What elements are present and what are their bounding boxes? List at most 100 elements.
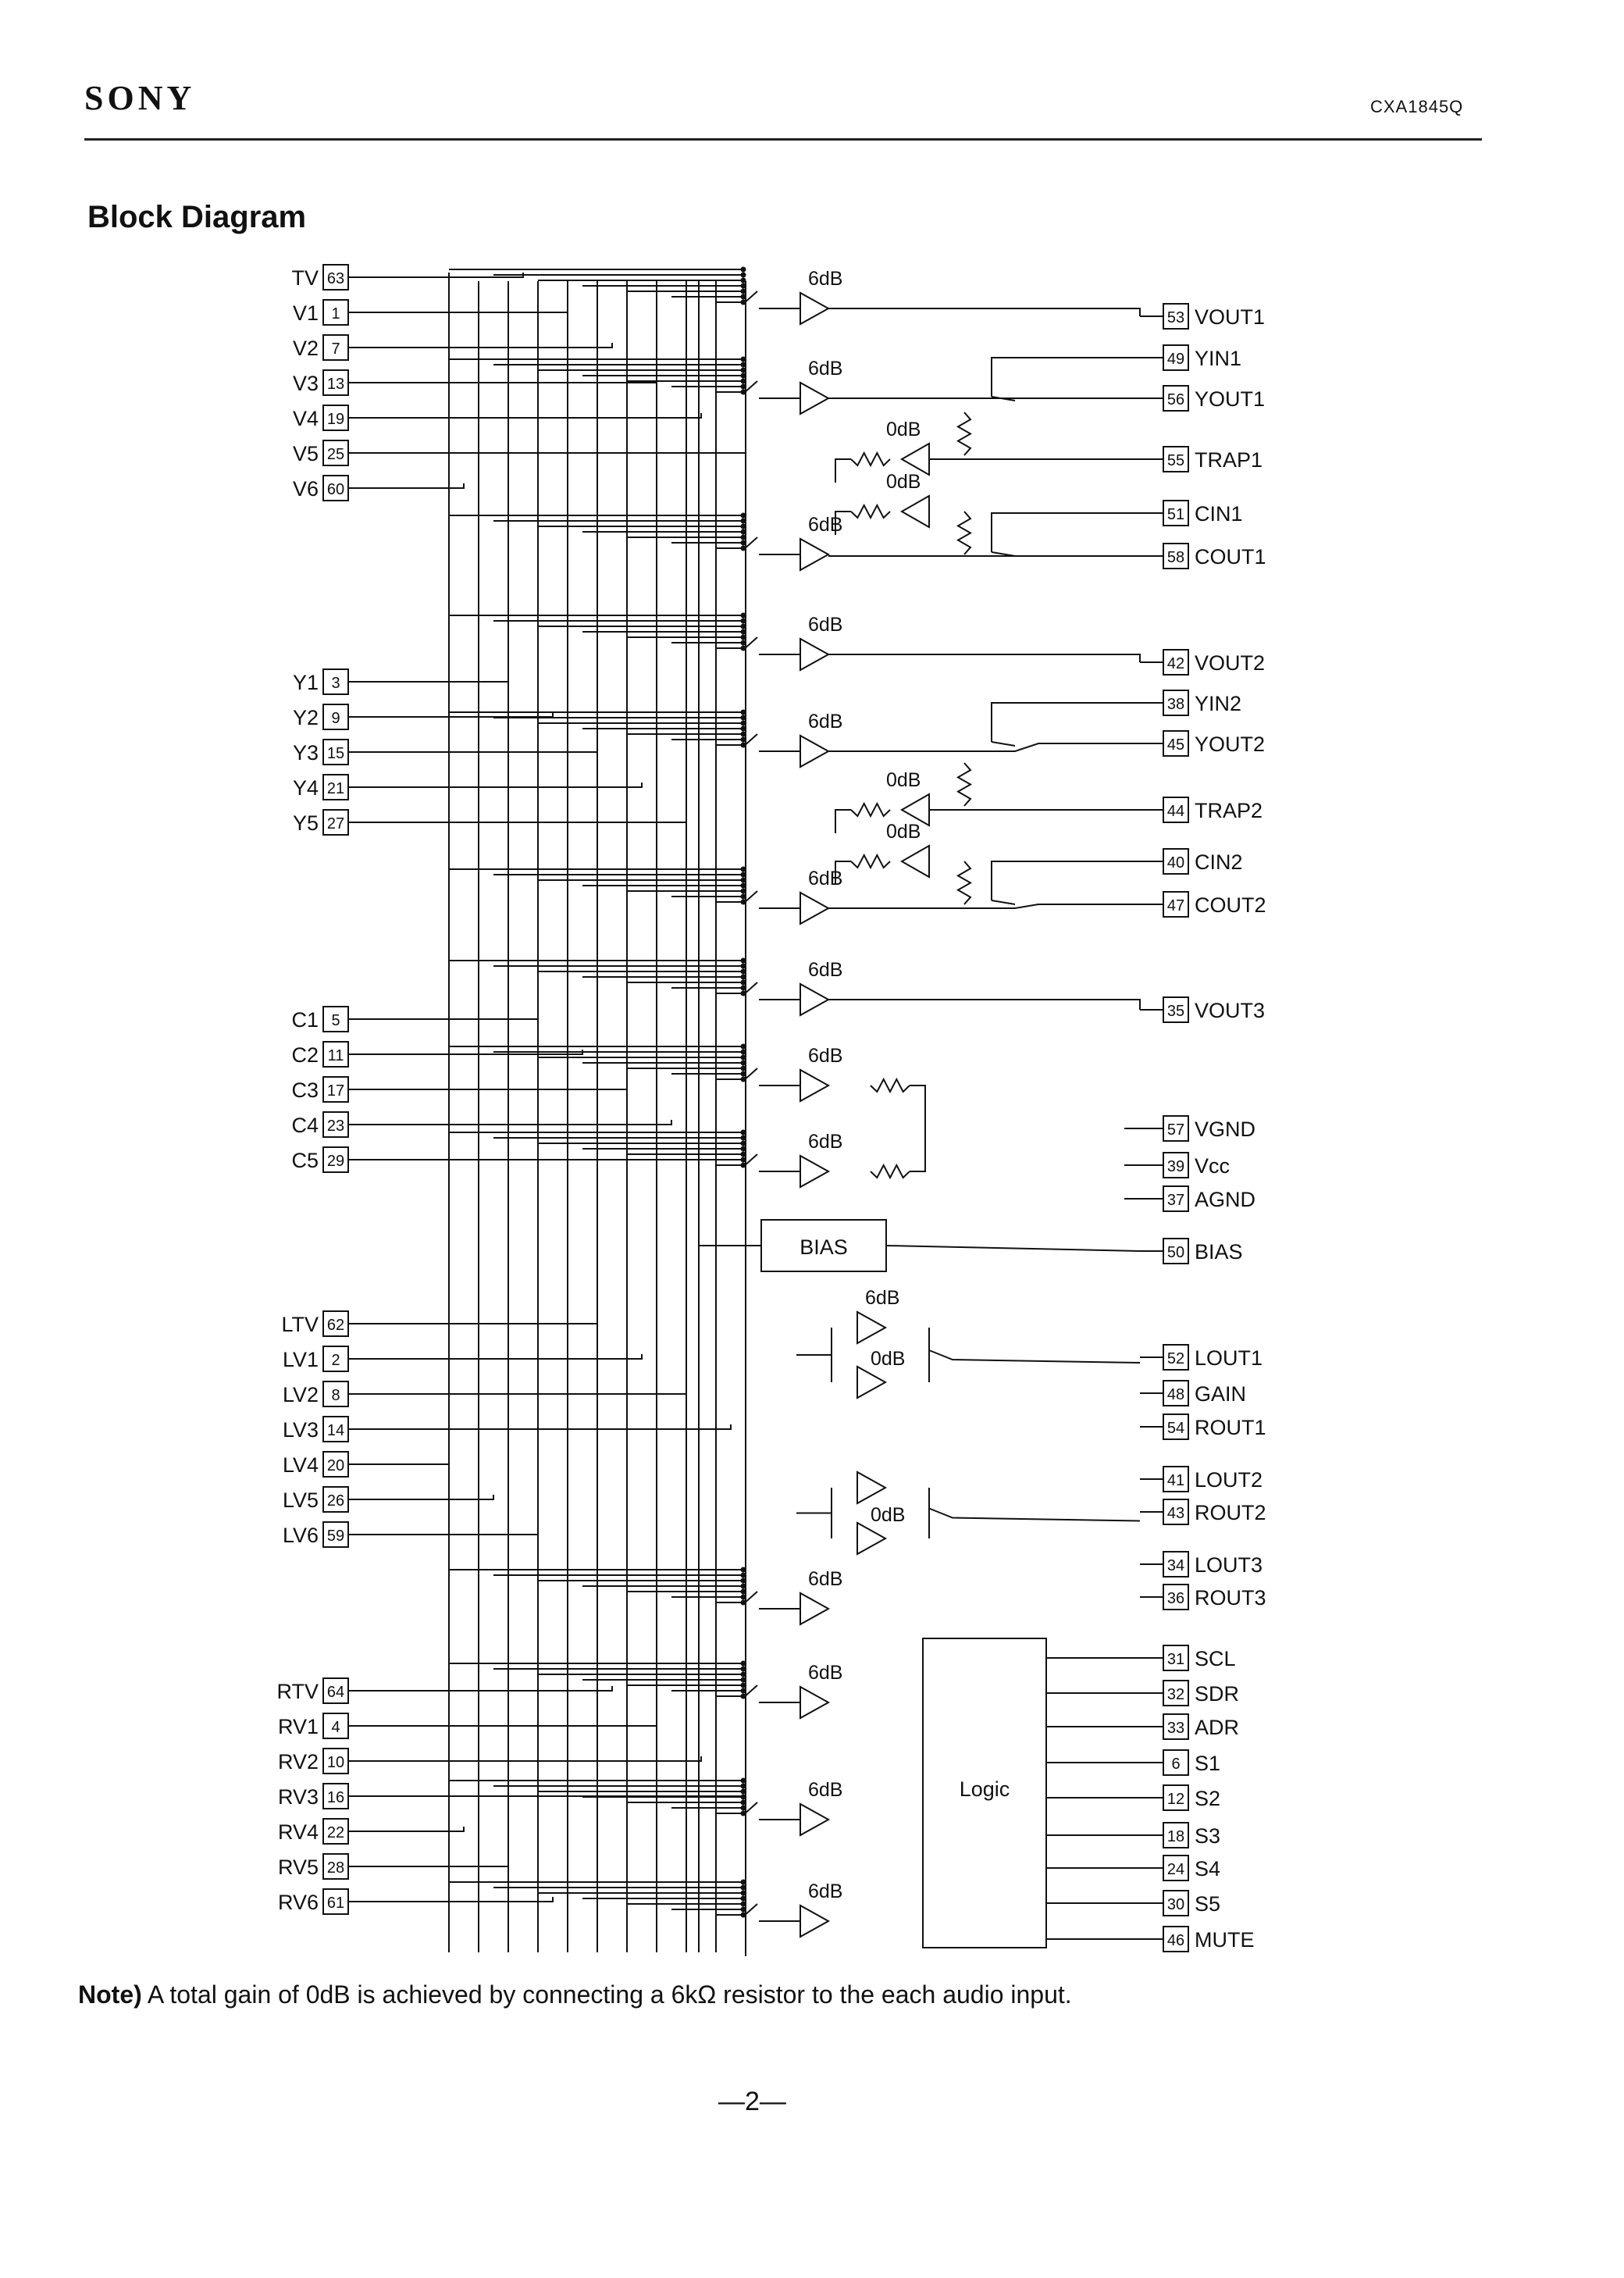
output-pin-sdr-box bbox=[1163, 1680, 1189, 1706]
input-pin-lv3-box bbox=[322, 1416, 349, 1442]
output-pin-cout2-number: 47 bbox=[1167, 897, 1184, 914]
output-pin-lout1-number: 52 bbox=[1167, 1350, 1184, 1367]
output-label-vout2: VOUT2 bbox=[1195, 651, 1265, 675]
tap-dot bbox=[740, 1688, 746, 1694]
input-wire-lv5 bbox=[348, 1495, 494, 1500]
tap-dot bbox=[740, 378, 746, 384]
tap-dot bbox=[740, 523, 746, 529]
output-pin-cin1-box bbox=[1163, 500, 1189, 526]
input-wire-ltv bbox=[348, 1319, 598, 1324]
tap-dot bbox=[740, 1805, 746, 1811]
output-pin-vcc-number: 39 bbox=[1167, 1158, 1184, 1175]
input-pin-ltv-number: 62 bbox=[327, 1317, 344, 1334]
selector-switch bbox=[743, 1068, 758, 1082]
output-pin-yin2-number: 38 bbox=[1167, 696, 1184, 713]
input-pin-c5-number: 29 bbox=[327, 1153, 344, 1170]
load-resistor bbox=[870, 1077, 910, 1094]
tap-dot bbox=[740, 872, 746, 878]
input-label-v1: V1 bbox=[293, 301, 319, 325]
tap-dot bbox=[740, 1588, 746, 1595]
output-label-rout3: ROUT3 bbox=[1195, 1586, 1266, 1610]
tap-dot bbox=[740, 1054, 746, 1061]
input-pin-y5-number: 27 bbox=[327, 815, 344, 832]
output-label-rout2: ROUT2 bbox=[1195, 1501, 1266, 1524]
output-pin-s3-box bbox=[1163, 1822, 1189, 1848]
output-pin-bias-box bbox=[1163, 1238, 1189, 1264]
resistor bbox=[850, 503, 891, 520]
output-pin-cout1-number: 58 bbox=[1167, 549, 1184, 566]
input-wire-lv1 bbox=[348, 1354, 643, 1360]
selector-switch bbox=[743, 982, 758, 996]
amp-6db bbox=[800, 1802, 831, 1837]
output-label-lout2: LOUT2 bbox=[1195, 1468, 1263, 1492]
resistor bbox=[850, 801, 891, 818]
output-label-cin2: CIN2 bbox=[1195, 850, 1243, 874]
input-pin-y3-box bbox=[322, 739, 349, 765]
input-pin-rv6-number: 61 bbox=[327, 1895, 344, 1912]
output-label-vout1: VOUT1 bbox=[1195, 305, 1265, 329]
tap-dot bbox=[740, 1799, 746, 1806]
output-pin-yin1-box bbox=[1163, 344, 1189, 371]
output-pin-cout2-box bbox=[1163, 891, 1189, 918]
output-pin-trap2-box bbox=[1163, 797, 1189, 823]
output-label-vcc: Vcc bbox=[1195, 1154, 1230, 1178]
input-wire-rv5 bbox=[348, 1862, 509, 1867]
selector-switch bbox=[743, 1684, 758, 1699]
input-pin-rv1-number: 4 bbox=[331, 1719, 340, 1736]
tap-dot bbox=[740, 1146, 746, 1152]
input-pin-rv2-box bbox=[322, 1748, 349, 1774]
output-pin-cin2-box bbox=[1163, 848, 1189, 875]
tap-dot bbox=[740, 283, 746, 289]
input-wire-lv3 bbox=[348, 1424, 732, 1430]
output-label-yout2: YOUT2 bbox=[1195, 733, 1265, 756]
output-pin-mute-number: 46 bbox=[1167, 1932, 1184, 1949]
output-pin-lout2-box bbox=[1163, 1466, 1189, 1492]
input-pin-v1-number: 1 bbox=[331, 305, 340, 323]
output-pin-s5-box bbox=[1163, 1890, 1189, 1916]
output-pin-gain-box bbox=[1163, 1380, 1189, 1406]
input-wire-rv6 bbox=[348, 1897, 554, 1902]
trap-resistor bbox=[956, 412, 973, 456]
buffer-0db-gain: 0dB bbox=[886, 769, 921, 791]
input-pin-y1-number: 3 bbox=[331, 675, 340, 692]
resistor bbox=[850, 451, 891, 468]
input-pin-rv4-box bbox=[322, 1818, 349, 1845]
tap-dot bbox=[740, 623, 746, 629]
input-pin-c3-number: 17 bbox=[327, 1082, 344, 1100]
input-pin-v6-number: 60 bbox=[327, 481, 344, 498]
input-label-v2: V2 bbox=[293, 337, 319, 360]
page-title: Block Diagram bbox=[87, 200, 307, 234]
output-pin-vout2-number: 42 bbox=[1167, 655, 1184, 672]
output-pin-vout3-number: 35 bbox=[1167, 1003, 1184, 1020]
output-pin-scl-box bbox=[1163, 1645, 1189, 1671]
output-pin-scl-number: 31 bbox=[1167, 1651, 1184, 1668]
input-pin-c2-number: 11 bbox=[328, 1047, 344, 1064]
input-label-lv5: LV5 bbox=[283, 1488, 319, 1512]
input-pin-rv1-box bbox=[322, 1713, 349, 1739]
note-prefix: Note) bbox=[78, 1980, 142, 2009]
switch bbox=[991, 900, 1016, 905]
tap-dot bbox=[740, 1788, 746, 1795]
output-label-cout2: COUT2 bbox=[1195, 893, 1266, 917]
input-pin-v6-box bbox=[322, 475, 349, 501]
tap-dot bbox=[740, 629, 746, 635]
output-pin-rout1-number: 54 bbox=[1167, 1420, 1184, 1437]
tap-dot bbox=[740, 1666, 746, 1672]
bus-wiring bbox=[348, 266, 1163, 1956]
bias-block-label: BIAS bbox=[800, 1235, 848, 1259]
input-wire-rv1 bbox=[348, 1721, 657, 1727]
input-pin-c1-number: 5 bbox=[331, 1012, 340, 1029]
input-label-v3: V3 bbox=[293, 372, 319, 395]
input-wire-c4 bbox=[348, 1120, 672, 1125]
output-pin-rout3-box bbox=[1163, 1584, 1189, 1610]
input-label-rv4: RV4 bbox=[278, 1820, 319, 1844]
output-pin-yout1-number: 56 bbox=[1167, 391, 1184, 408]
output-label-mute: MUTE bbox=[1195, 1928, 1255, 1952]
input-pin-y5-box bbox=[322, 809, 349, 836]
output-label-lout1: LOUT1 bbox=[1195, 1346, 1263, 1370]
tap-dot bbox=[740, 518, 746, 524]
vout-wire bbox=[828, 308, 1141, 316]
buffer-wire bbox=[835, 511, 851, 535]
output-pin-lout3-number: 34 bbox=[1167, 1557, 1184, 1574]
